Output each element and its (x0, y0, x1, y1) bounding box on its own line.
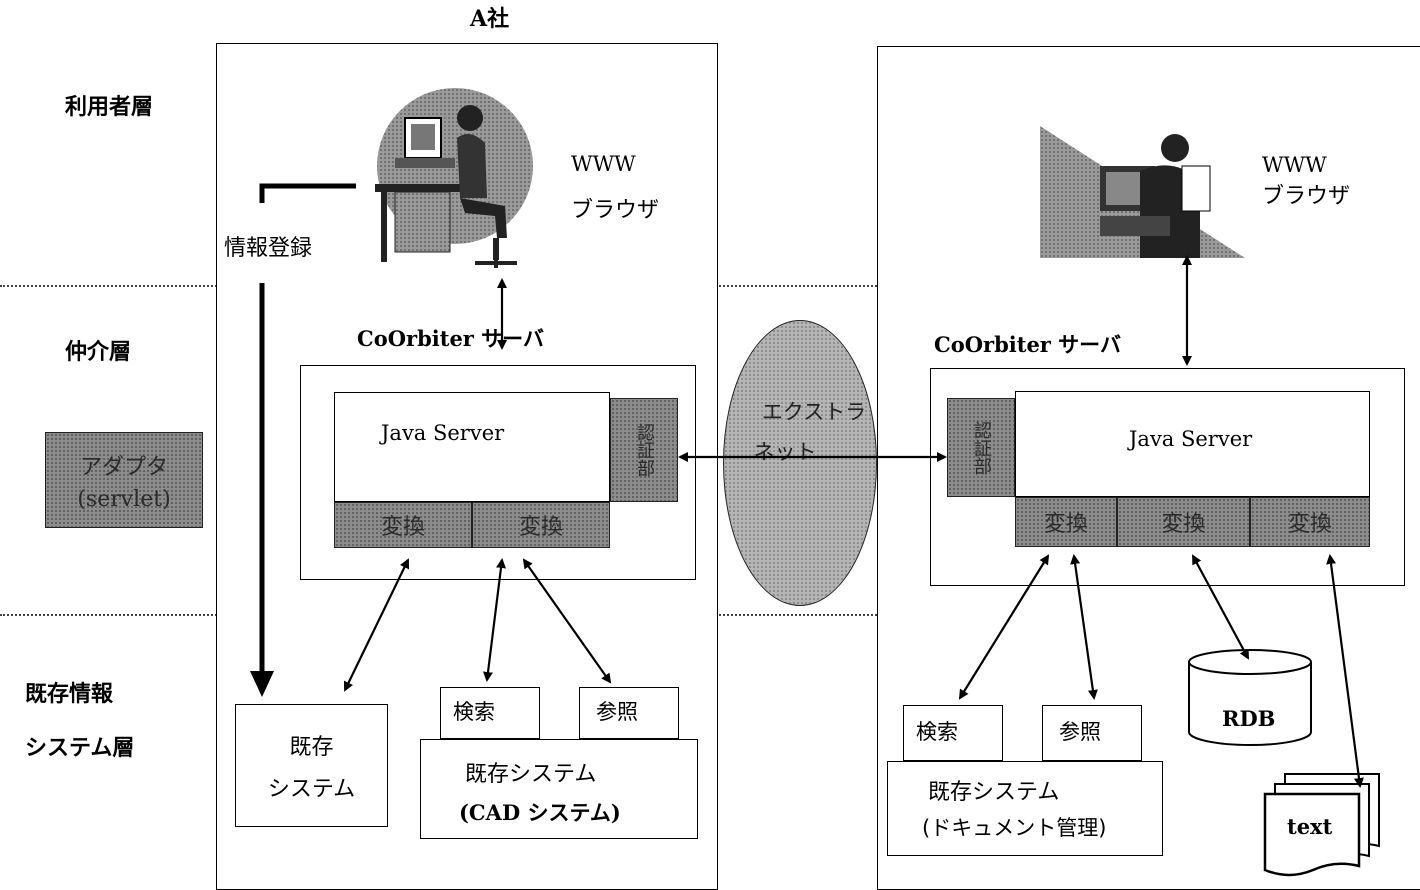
company-b-java-server: Java Server (1015, 391, 1370, 497)
company-a-cad-system: 既存システム (CAD システム) (420, 739, 698, 839)
arrow-b-convert-rdb (1192, 554, 1249, 660)
rdb-label: RDB (1222, 706, 1276, 731)
info-registration-arrow (250, 183, 356, 697)
existing-layer-label-line2: システム層 (25, 736, 135, 761)
company-a-java-server-label: Java Server (381, 421, 505, 445)
company-a-browser-label-line1: WWW (571, 152, 636, 176)
company-a-reference-tab: 参照 (579, 687, 679, 739)
company-b-reference-label: 参照 (1059, 720, 1101, 744)
arrow-b-convert-search (958, 554, 1050, 700)
company-a-browser-label-line2: ブラウザ (571, 198, 660, 223)
adapter-legend-line1: アダプタ (79, 454, 168, 480)
extranet-label-line1: エクストラ (761, 400, 867, 424)
company-b-converter-2-label: 変換 (1161, 512, 1206, 537)
company-a-search-tab: 検索 (440, 687, 540, 739)
company-a-legacy-system: 既存 システム (235, 704, 388, 827)
company-b-auth-module: 認証部 (947, 398, 1015, 497)
company-a-auth-label: 認証部 (634, 423, 655, 477)
company-a-java-server: Java Server (334, 392, 610, 502)
user-at-computer-icon (1040, 126, 1245, 258)
company-a-cad-line2: (CAD システム) (459, 800, 621, 825)
company-b-doc-line2: (ドキュメント管理) (922, 816, 1107, 840)
company-b-browser-label-line1: WWW (1262, 153, 1327, 177)
company-b-auth-label: 認証部 (971, 420, 992, 475)
company-a-auth-module: 認証部 (610, 398, 678, 502)
company-b-converter-3-label: 変換 (1287, 512, 1332, 537)
company-a-search-label: 検索 (453, 700, 495, 724)
company-b-java-server-label: Java Server (1129, 427, 1253, 451)
arrow-a-convert-reference (522, 558, 612, 684)
company-b-search-tab: 検索 (903, 705, 1003, 761)
arrow-b-convert-reference (1070, 554, 1098, 700)
mediation-layer-label: 仲介層 (65, 340, 132, 365)
arrow-a-convert-search (483, 558, 506, 682)
company-b-converter-2: 変換 (1117, 497, 1250, 547)
user-at-desk-icon (375, 88, 533, 268)
text-document-icon (1263, 773, 1380, 877)
company-b-document-system: 既存システム (ドキュメント管理) (887, 761, 1163, 856)
existing-layer-label-line1: 既存情報 (25, 682, 114, 707)
company-a-converter-1: 変換 (334, 502, 472, 548)
company-b-converter-1-label: 変換 (1043, 512, 1088, 537)
company-b-browser-label-line2: ブラウザ (1262, 184, 1351, 209)
company-a-converter-2: 変換 (472, 502, 610, 548)
adapter-legend-line2: (servlet) (77, 486, 171, 512)
user-layer-label: 利用者層 (65, 95, 154, 120)
company-a-legacy-line1: 既存 (289, 734, 334, 760)
arrow-b-convert-text (1326, 554, 1364, 788)
company-b-converter-1: 変換 (1015, 497, 1117, 547)
company-a-cad-line1: 既存システム (465, 762, 597, 787)
company-b-server-title: CoOrbiter サーバ (934, 332, 1121, 357)
company-a-converter-2-label: 変換 (518, 515, 563, 540)
company-a-converter-1-label: 変換 (380, 515, 425, 540)
arrow-a-convert-legacy (343, 558, 410, 692)
info-registration-label: 情報登録 (224, 236, 313, 261)
company-b-reference-tab: 参照 (1042, 705, 1142, 761)
company-b-doc-line1: 既存システム (928, 780, 1060, 805)
company-a-reference-label: 参照 (596, 700, 638, 724)
company-a-legacy-line2: システム (267, 776, 356, 802)
text-label: text (1287, 814, 1333, 839)
company-b-search-label: 検索 (916, 720, 958, 744)
company-a-title: A社 (470, 6, 510, 32)
adapter-legend: アダプタ (servlet) (45, 432, 203, 528)
company-b-converter-3: 変換 (1250, 497, 1370, 547)
